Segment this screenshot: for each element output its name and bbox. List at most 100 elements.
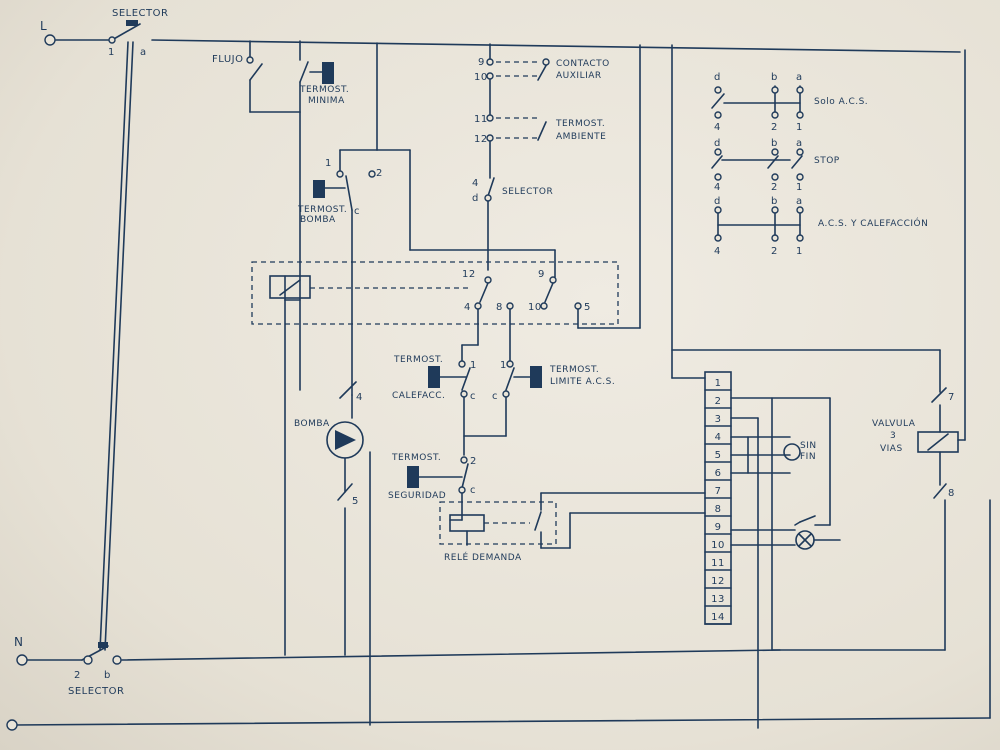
bomba-label: BOMBA — [294, 419, 330, 429]
term-9: 9 — [478, 57, 485, 68]
relay-box — [251, 44, 641, 329]
valvula-7: 7 — [948, 392, 955, 403]
legend-r3-4: 4 — [714, 246, 721, 257]
termost-limite-2: LIMITE A.C.S. — [550, 377, 615, 387]
selector-link — [81, 20, 141, 661]
selector-mid-label: SELECTOR — [502, 187, 553, 197]
rele-demanda-label: RELÉ DEMANDA — [444, 551, 522, 563]
bomba — [284, 299, 364, 656]
term-11: 11 — [474, 114, 488, 125]
flujo-branch — [246, 40, 334, 391]
bomba-term-2: 2 — [376, 168, 383, 179]
legend-r1-text: Solo A.C.S. — [814, 97, 868, 107]
terminal-number: 14 — [711, 612, 725, 623]
valvula-3: VIAS — [880, 444, 903, 454]
tc-cb: c — [492, 391, 498, 402]
legend-r3-text: A.C.S. Y CALEFACCIÓN — [818, 217, 928, 229]
legend-r1-2: 2 — [771, 122, 778, 133]
legend-r1-d: d — [714, 72, 721, 83]
relay-9: 9 — [538, 269, 545, 280]
legend-r2-4: 4 — [714, 182, 721, 193]
tc-1: 1 — [470, 360, 477, 371]
legend-r1-4: 4 — [714, 122, 721, 133]
legend-r3-a: a — [796, 196, 803, 207]
legend-r2-a: a — [796, 138, 803, 149]
term-4: 4 — [472, 178, 479, 189]
termost-seguridad-2: SEGURIDAD — [388, 491, 446, 501]
terminal-number: 6 — [715, 468, 722, 479]
selector-bottom-label: SELECTOR — [68, 686, 124, 697]
text-labels: L N SELECTOR 1 a 2 b SELECTOR FLUJO TERM… — [14, 8, 955, 697]
termost-seguridad — [407, 456, 469, 521]
termost-calefacc-1: TERMOST. — [393, 355, 443, 365]
contact-column — [484, 43, 550, 271]
minima-label: MINIMA — [308, 96, 345, 106]
terminal-number: 7 — [715, 486, 722, 497]
terminal-number: 3 — [715, 414, 722, 425]
supply-terminals — [6, 34, 122, 731]
seg-c: c — [470, 485, 476, 496]
term-d: d — [472, 193, 479, 204]
tc-1b: 1 — [500, 360, 507, 371]
legend-r3-b: b — [771, 196, 778, 207]
legend-r1-a: a — [796, 72, 803, 83]
selector-legend-diagram — [711, 85, 804, 242]
terminal-number: 13 — [711, 594, 725, 605]
term-12: 12 — [474, 134, 488, 145]
sel-bot-b: b — [104, 670, 111, 681]
relay-12: 12 — [462, 269, 476, 280]
terminal-number: 4 — [715, 432, 722, 443]
valvula-3-vias — [917, 49, 966, 651]
legend-r3-d: d — [714, 196, 721, 207]
termost-calefacc-2: CALEFACC. — [392, 391, 445, 401]
seg-2: 2 — [470, 456, 477, 467]
termost-limite-1: TERMOST. — [549, 365, 599, 375]
legend-r2-2: 2 — [771, 182, 778, 193]
tc-c: c — [470, 391, 476, 402]
termost-bomba — [313, 42, 556, 396]
supply-rails — [13, 39, 991, 726]
relay-8: 8 — [496, 302, 503, 313]
legend-r1-b: b — [771, 72, 778, 83]
relay-10: 10 — [528, 302, 542, 313]
label-L: L — [40, 19, 47, 33]
legend-r2-d: d — [714, 138, 721, 149]
sel-top-1: 1 — [108, 47, 115, 58]
terminal-number: 2 — [715, 396, 722, 407]
bomba-term-1: 1 — [325, 158, 332, 169]
terminal-strip-frame — [671, 44, 946, 729]
legend-r3-2: 2 — [771, 246, 778, 257]
sel-bot-2: 2 — [74, 670, 81, 681]
contacto-auxiliar-1: CONTACTO — [556, 59, 610, 69]
termost-bomba-1: TERMOST. — [297, 205, 347, 215]
termost-calefacc-limite — [428, 308, 542, 456]
terminal-number: 5 — [715, 450, 722, 461]
contacto-auxiliar-2: AUXILIAR — [556, 71, 602, 81]
terminal-number: 1 — [715, 378, 722, 389]
legend-r2-b: b — [771, 138, 778, 149]
termost-minima-label: TERMOST. — [299, 85, 349, 95]
terminal-number: 11 — [711, 558, 725, 569]
bomba-5: 5 — [352, 496, 359, 507]
bomba-4: 4 — [356, 392, 363, 403]
selector-top-label: SELECTOR — [112, 8, 168, 19]
valvula-2: 3 — [890, 431, 896, 441]
valvula-8: 8 — [948, 488, 955, 499]
label-N: N — [14, 635, 23, 649]
rele-demanda — [369, 451, 706, 726]
terminal-number: 12 — [711, 576, 725, 587]
valvula-1: VALVULA — [872, 419, 916, 429]
relay-5: 5 — [584, 302, 591, 313]
legend-r3-1: 1 — [796, 246, 803, 257]
bomba-term-c: c — [354, 206, 360, 217]
term-10: 10 — [474, 72, 488, 83]
flujo-label: FLUJO — [212, 54, 243, 65]
relay-4: 4 — [464, 302, 471, 313]
terminal-number: 9 — [715, 522, 722, 533]
terminal-number: 8 — [715, 504, 722, 515]
terminal-number: 10 — [711, 540, 725, 551]
sin-fin-2: FIN — [800, 452, 816, 462]
legend-r2-text: STOP — [814, 156, 840, 166]
